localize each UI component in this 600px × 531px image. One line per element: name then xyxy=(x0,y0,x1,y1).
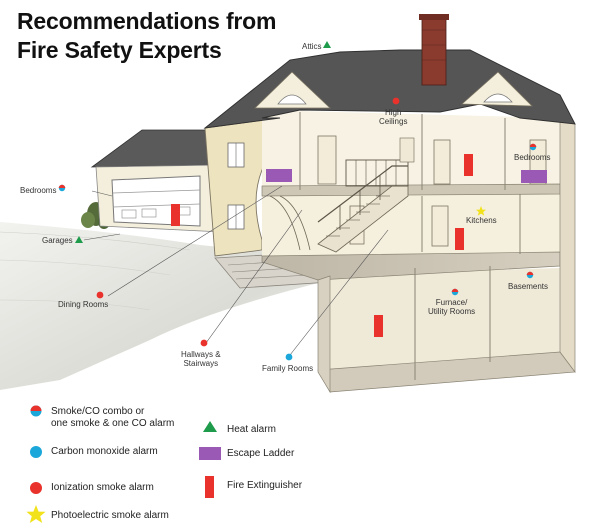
label-attics: Attics xyxy=(302,42,322,51)
family-rooms-co-alarm xyxy=(285,353,293,361)
page-title: Recommendations from Fire Safety Experts xyxy=(17,7,276,65)
label-bedrooms-right: Bedrooms xyxy=(514,153,551,162)
title-line-1: Recommendations from xyxy=(17,8,277,34)
label-family-rooms: Family Rooms xyxy=(262,364,314,373)
label-basements: Basements xyxy=(508,282,549,291)
escape-ladder-left xyxy=(266,169,292,182)
garages-heat-alarm xyxy=(75,236,83,243)
escape-ladder-right xyxy=(521,170,547,183)
legend-ladder-label: Escape Ladder xyxy=(227,448,295,459)
kitchens-photoelectric-alarm xyxy=(476,206,486,216)
legend-heat-icon xyxy=(203,421,217,432)
basements-combo-alarm xyxy=(526,271,534,279)
furnace-combo-alarm xyxy=(451,288,459,296)
high-ceilings-ionization-alarm xyxy=(392,97,400,105)
legend-extinguisher-label: Fire Extinguisher xyxy=(227,480,303,491)
label-kitchens: Kitchens xyxy=(466,216,497,225)
label-dining-rooms: Dining Rooms xyxy=(58,300,109,309)
legend-ionization-icon xyxy=(30,482,42,494)
pointer-lines xyxy=(83,185,389,356)
label-furnace: Furnace/ Utility Rooms xyxy=(428,298,476,316)
legend-co-icon xyxy=(30,446,42,458)
legend-photoelectric-label: Photoelectric smoke alarm xyxy=(51,510,169,521)
label-hallways: Hallways & Stairways xyxy=(181,350,221,368)
attics-heat-alarm xyxy=(323,41,331,48)
legend-photoelectric-icon xyxy=(26,505,46,523)
label-bedrooms-left: Bedrooms xyxy=(20,186,57,195)
bedrooms-left-combo-alarm xyxy=(58,184,66,192)
hallways-ionization-alarm xyxy=(200,339,208,347)
fire-extinguisher-kitchen xyxy=(455,228,464,250)
legend-heat-label: Heat alarm xyxy=(227,424,276,435)
legend-ladder-icon xyxy=(199,447,221,460)
legend-ionization-label: Ionization smoke alarm xyxy=(51,482,154,493)
fire-extinguisher-garage xyxy=(171,204,180,226)
label-garages: Garages xyxy=(42,236,73,245)
staircase xyxy=(269,137,415,253)
legend-combo-label: Smoke/CO combo or one smoke & one CO ala… xyxy=(51,406,175,429)
bedrooms-right-combo-alarm xyxy=(529,143,537,151)
label-high-ceilings: High Ceilings xyxy=(379,108,408,126)
fire-extinguisher-basement xyxy=(374,315,383,337)
roof xyxy=(203,14,576,129)
legend-co-label: Carbon monoxide alarm xyxy=(51,446,158,457)
dining-rooms-ionization-alarm xyxy=(96,291,104,299)
title-line-2: Fire Safety Experts xyxy=(17,37,222,63)
legend-extinguisher-icon xyxy=(205,476,214,498)
fire-extinguisher-upper xyxy=(464,154,473,176)
legend-combo-icon xyxy=(30,405,42,417)
